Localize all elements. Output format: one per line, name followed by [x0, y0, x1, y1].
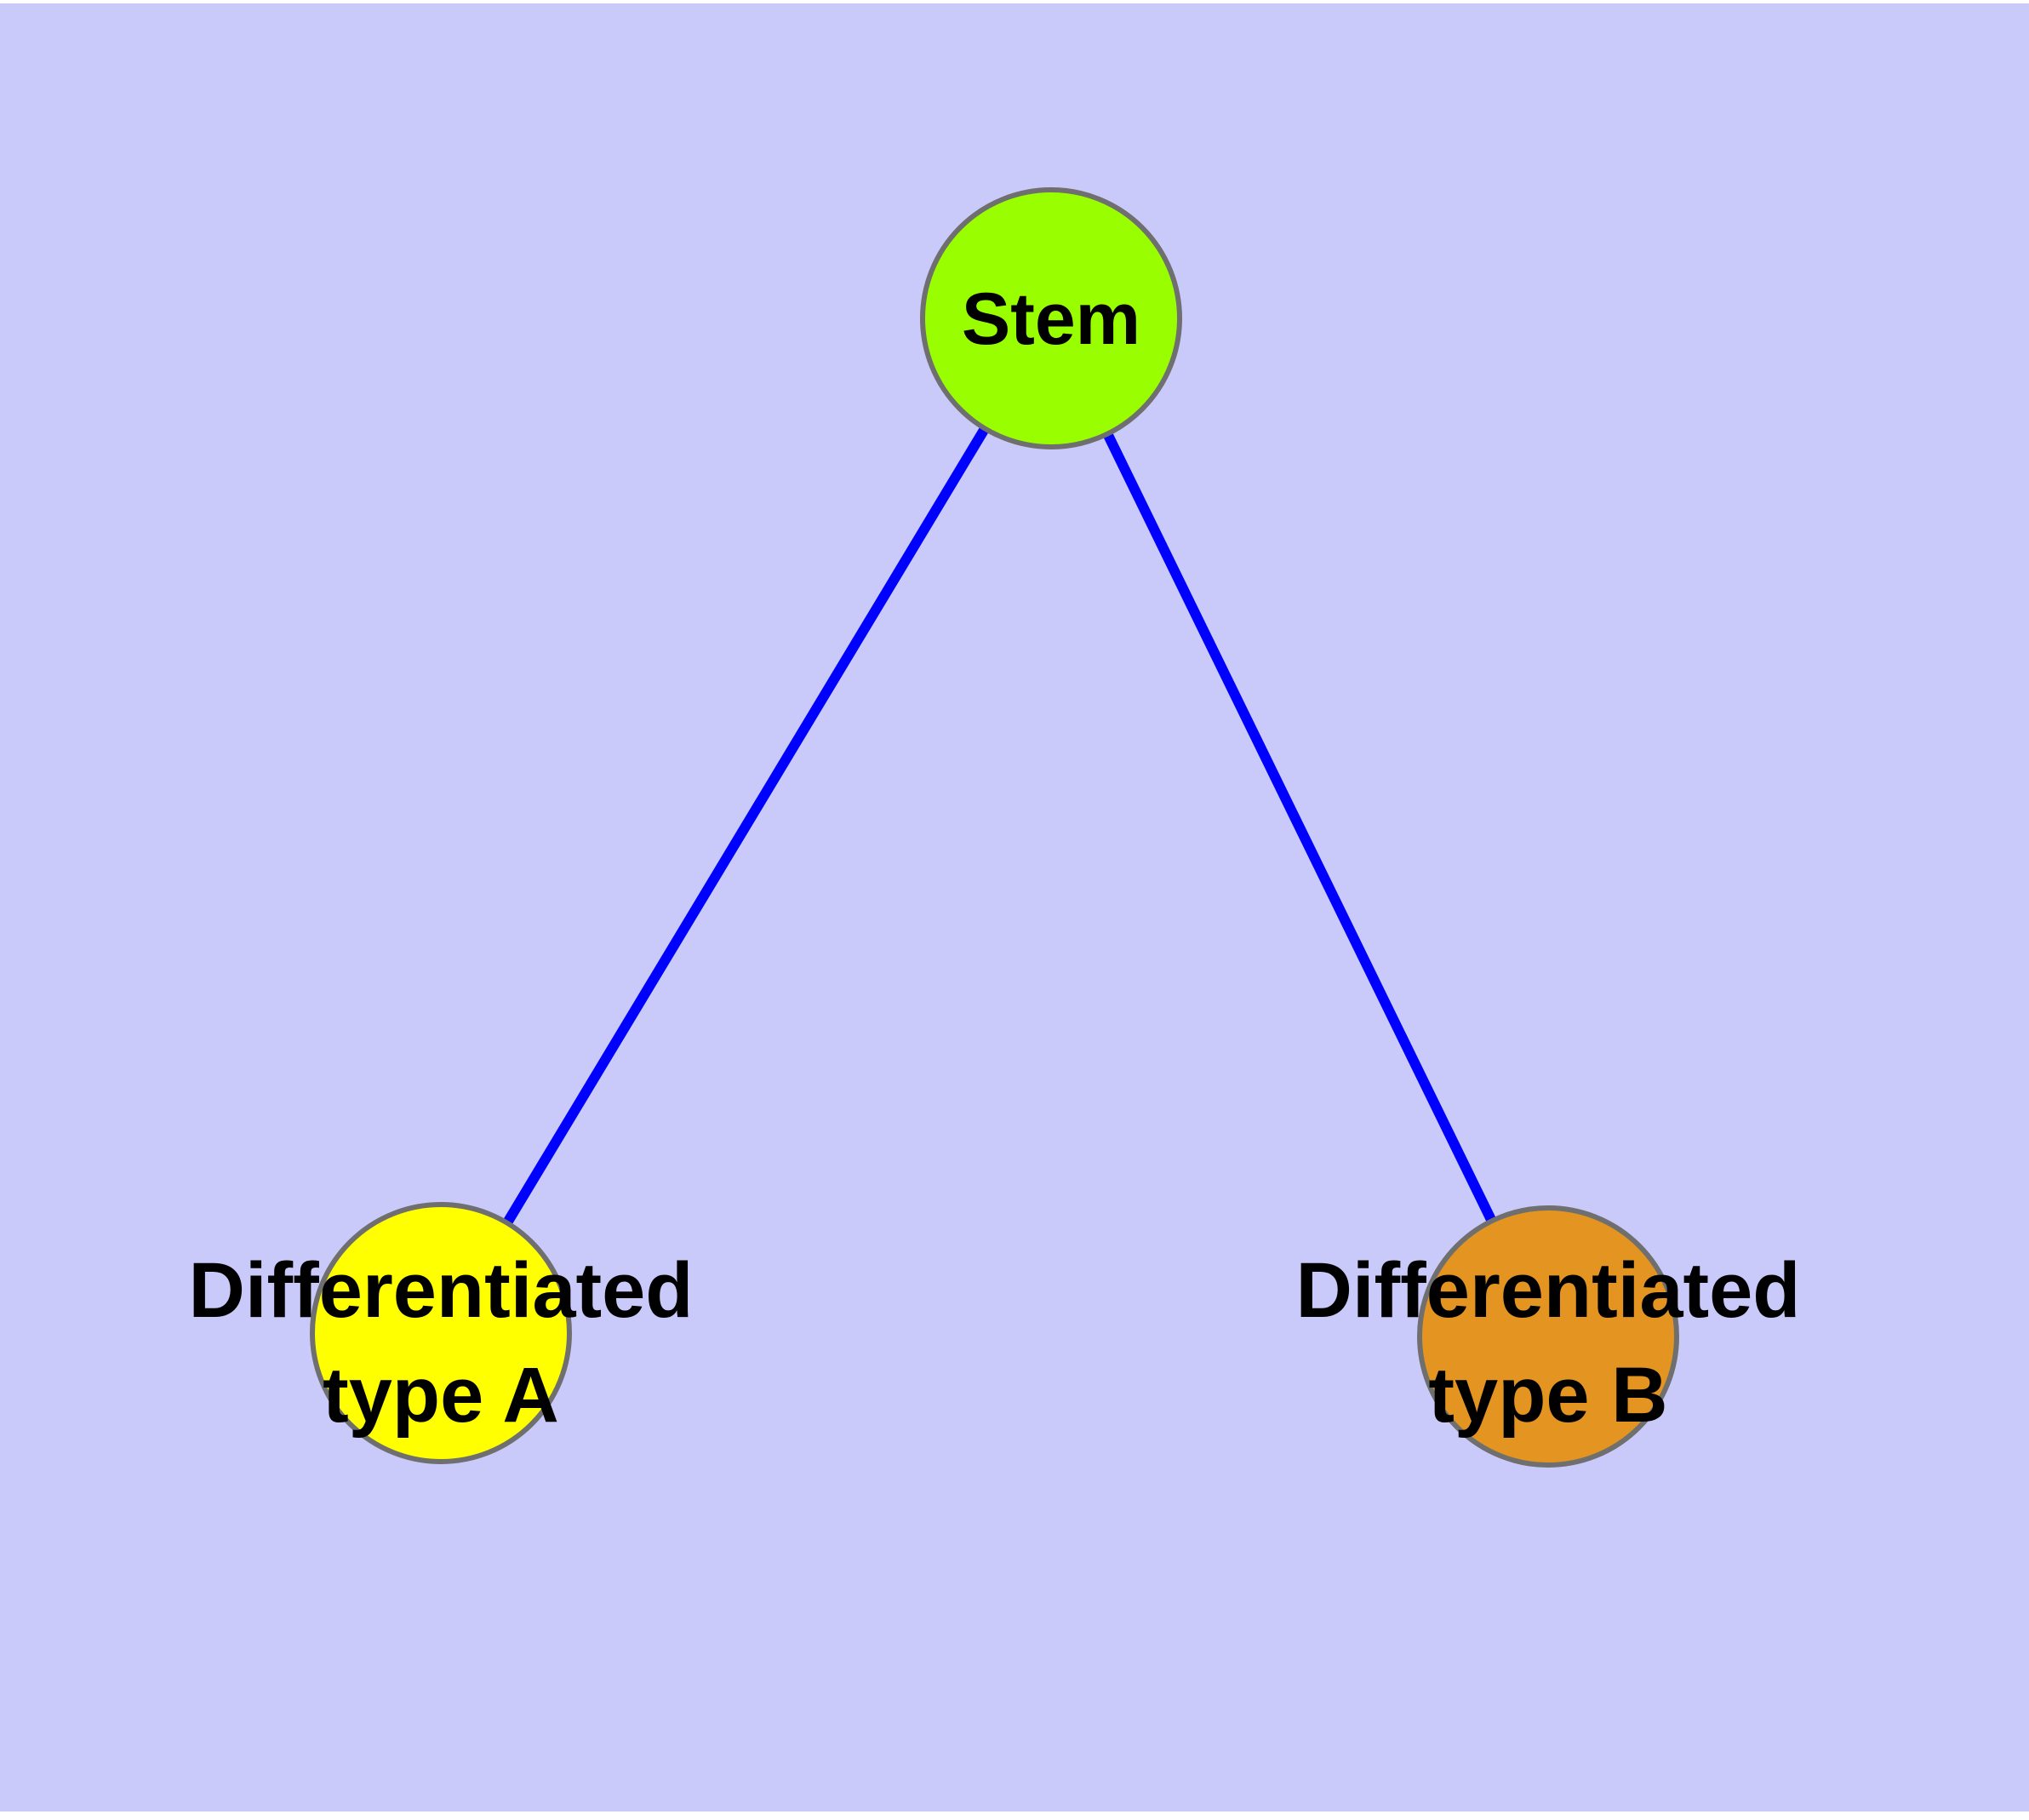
stem-node-label: Stem	[962, 278, 1140, 360]
edge-group	[436, 315, 1553, 1339]
differentiated-type-b-node	[1417, 1205, 1679, 1468]
differentiated-type-a-node	[310, 1202, 572, 1464]
stem-node	[920, 187, 1182, 449]
type-b-label-line1: Differentiated	[1296, 1247, 1801, 1334]
type-a-label-line2: type A	[323, 1352, 559, 1439]
type-b-label-line2: type B	[1428, 1352, 1667, 1439]
type-a-label-line1: Differentiated	[189, 1247, 694, 1334]
edge-stem-to-type-b	[1046, 316, 1553, 1339]
node-group	[310, 187, 1679, 1468]
edge-stem-to-type-a	[436, 315, 1056, 1336]
label-group: Stem Differentiated type A Differentiate…	[189, 278, 1801, 1439]
